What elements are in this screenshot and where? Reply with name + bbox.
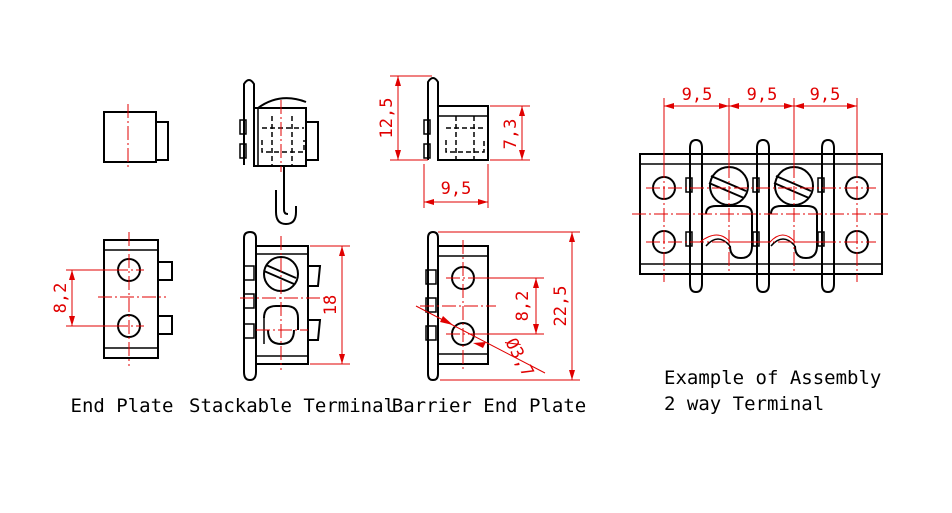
barrier-hole-diameter-label: Ø3,7 [501,335,538,381]
end-plate-caption: End Plate [71,395,174,417]
barrier-pitch-label: 8,2 [513,291,533,322]
assembly-view [632,138,890,294]
end-plate-front-view [98,232,173,366]
stackable-terminal-height-label: 18 [321,295,341,315]
barrier-end-plate-caption: Barrier End Plate [392,395,586,417]
end-plate-pitch-label: 8,2 [51,283,71,314]
stackable-terminal-front-view [240,230,326,382]
end-plate-top-view [103,104,169,168]
end-plate-pitch-dimension: 8,2 [51,269,118,327]
barrier-pitch-dimension: 8,2 [474,277,544,335]
barrier-end-plate-front-view [420,230,496,382]
barrier-total-height-label: 22,5 [551,286,571,327]
assembly-caption-line-2: 2 way Terminal [664,393,824,415]
barrier-body-height-dimension: 7,3 [490,105,530,161]
barrier-width-dimension: 9,5 [423,164,489,208]
assembly-pitch-label-3: 9,5 [810,85,841,105]
barrier-body-height-label: 7,3 [501,119,521,150]
stackable-terminal-top-view [239,79,319,226]
barrier-top-height-label: 12,5 [377,98,397,139]
stackable-terminal-caption: Stackable Terminal [189,395,395,417]
assembly-pitch-label-2: 9,5 [747,85,778,105]
barrier-top-height-dimension: 12,5 [377,75,432,161]
assembly-pitch-label-1: 9,5 [682,85,713,105]
assembly-caption-line-1: Example of Assembly [664,367,881,389]
barrier-end-plate-top-view [423,77,489,161]
assembly-pitch-dimensions: 9,5 9,5 9,5 [663,85,858,178]
barrier-width-label: 9,5 [441,179,472,199]
barrier-total-height-dimension: 22,5 [438,231,580,381]
stackable-terminal-height-dimension: 18 [310,245,350,365]
